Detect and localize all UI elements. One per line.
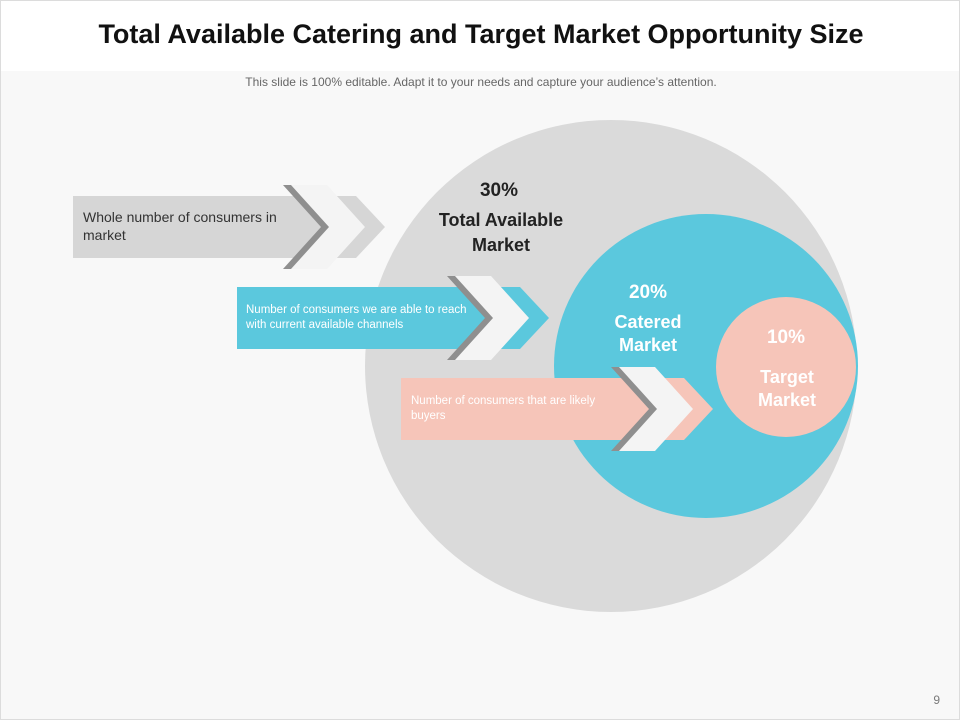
target-market-percent: 10% — [767, 327, 805, 348]
total-market-percent: 30% — [480, 180, 518, 201]
page-number: 9 — [933, 693, 940, 707]
chevron-icon — [619, 367, 693, 451]
total-market-label-line1: Total Available — [439, 210, 563, 230]
whole-market-arrow — [73, 185, 385, 269]
catered-market-label-line2: Market — [619, 335, 677, 355]
slide-title: Total Available Catering and Target Mark… — [98, 19, 864, 49]
whole-market-text: Whole number of consumers in market — [83, 209, 277, 244]
chevron-icon — [455, 276, 529, 360]
catered-market-percent: 20% — [629, 282, 667, 303]
total-market-label-line2: Market — [472, 235, 530, 255]
target-market-label-line2: Market — [758, 390, 816, 410]
catered-market-label-line1: Catered — [614, 312, 681, 332]
buyers-arrow — [401, 367, 713, 451]
title-band — [1, 1, 959, 71]
slide-subtitle: This slide is 100% editable. Adapt it to… — [245, 75, 717, 89]
buyers-text: Number of consumers that are likely buye… — [411, 395, 596, 422]
reach-arrow — [237, 276, 549, 360]
reach-text: Number of consumers we are able to reach… — [246, 304, 467, 331]
chevron-icon — [291, 185, 365, 269]
target-market-label-line1: Target — [760, 367, 814, 387]
target-market-circle — [716, 297, 856, 437]
